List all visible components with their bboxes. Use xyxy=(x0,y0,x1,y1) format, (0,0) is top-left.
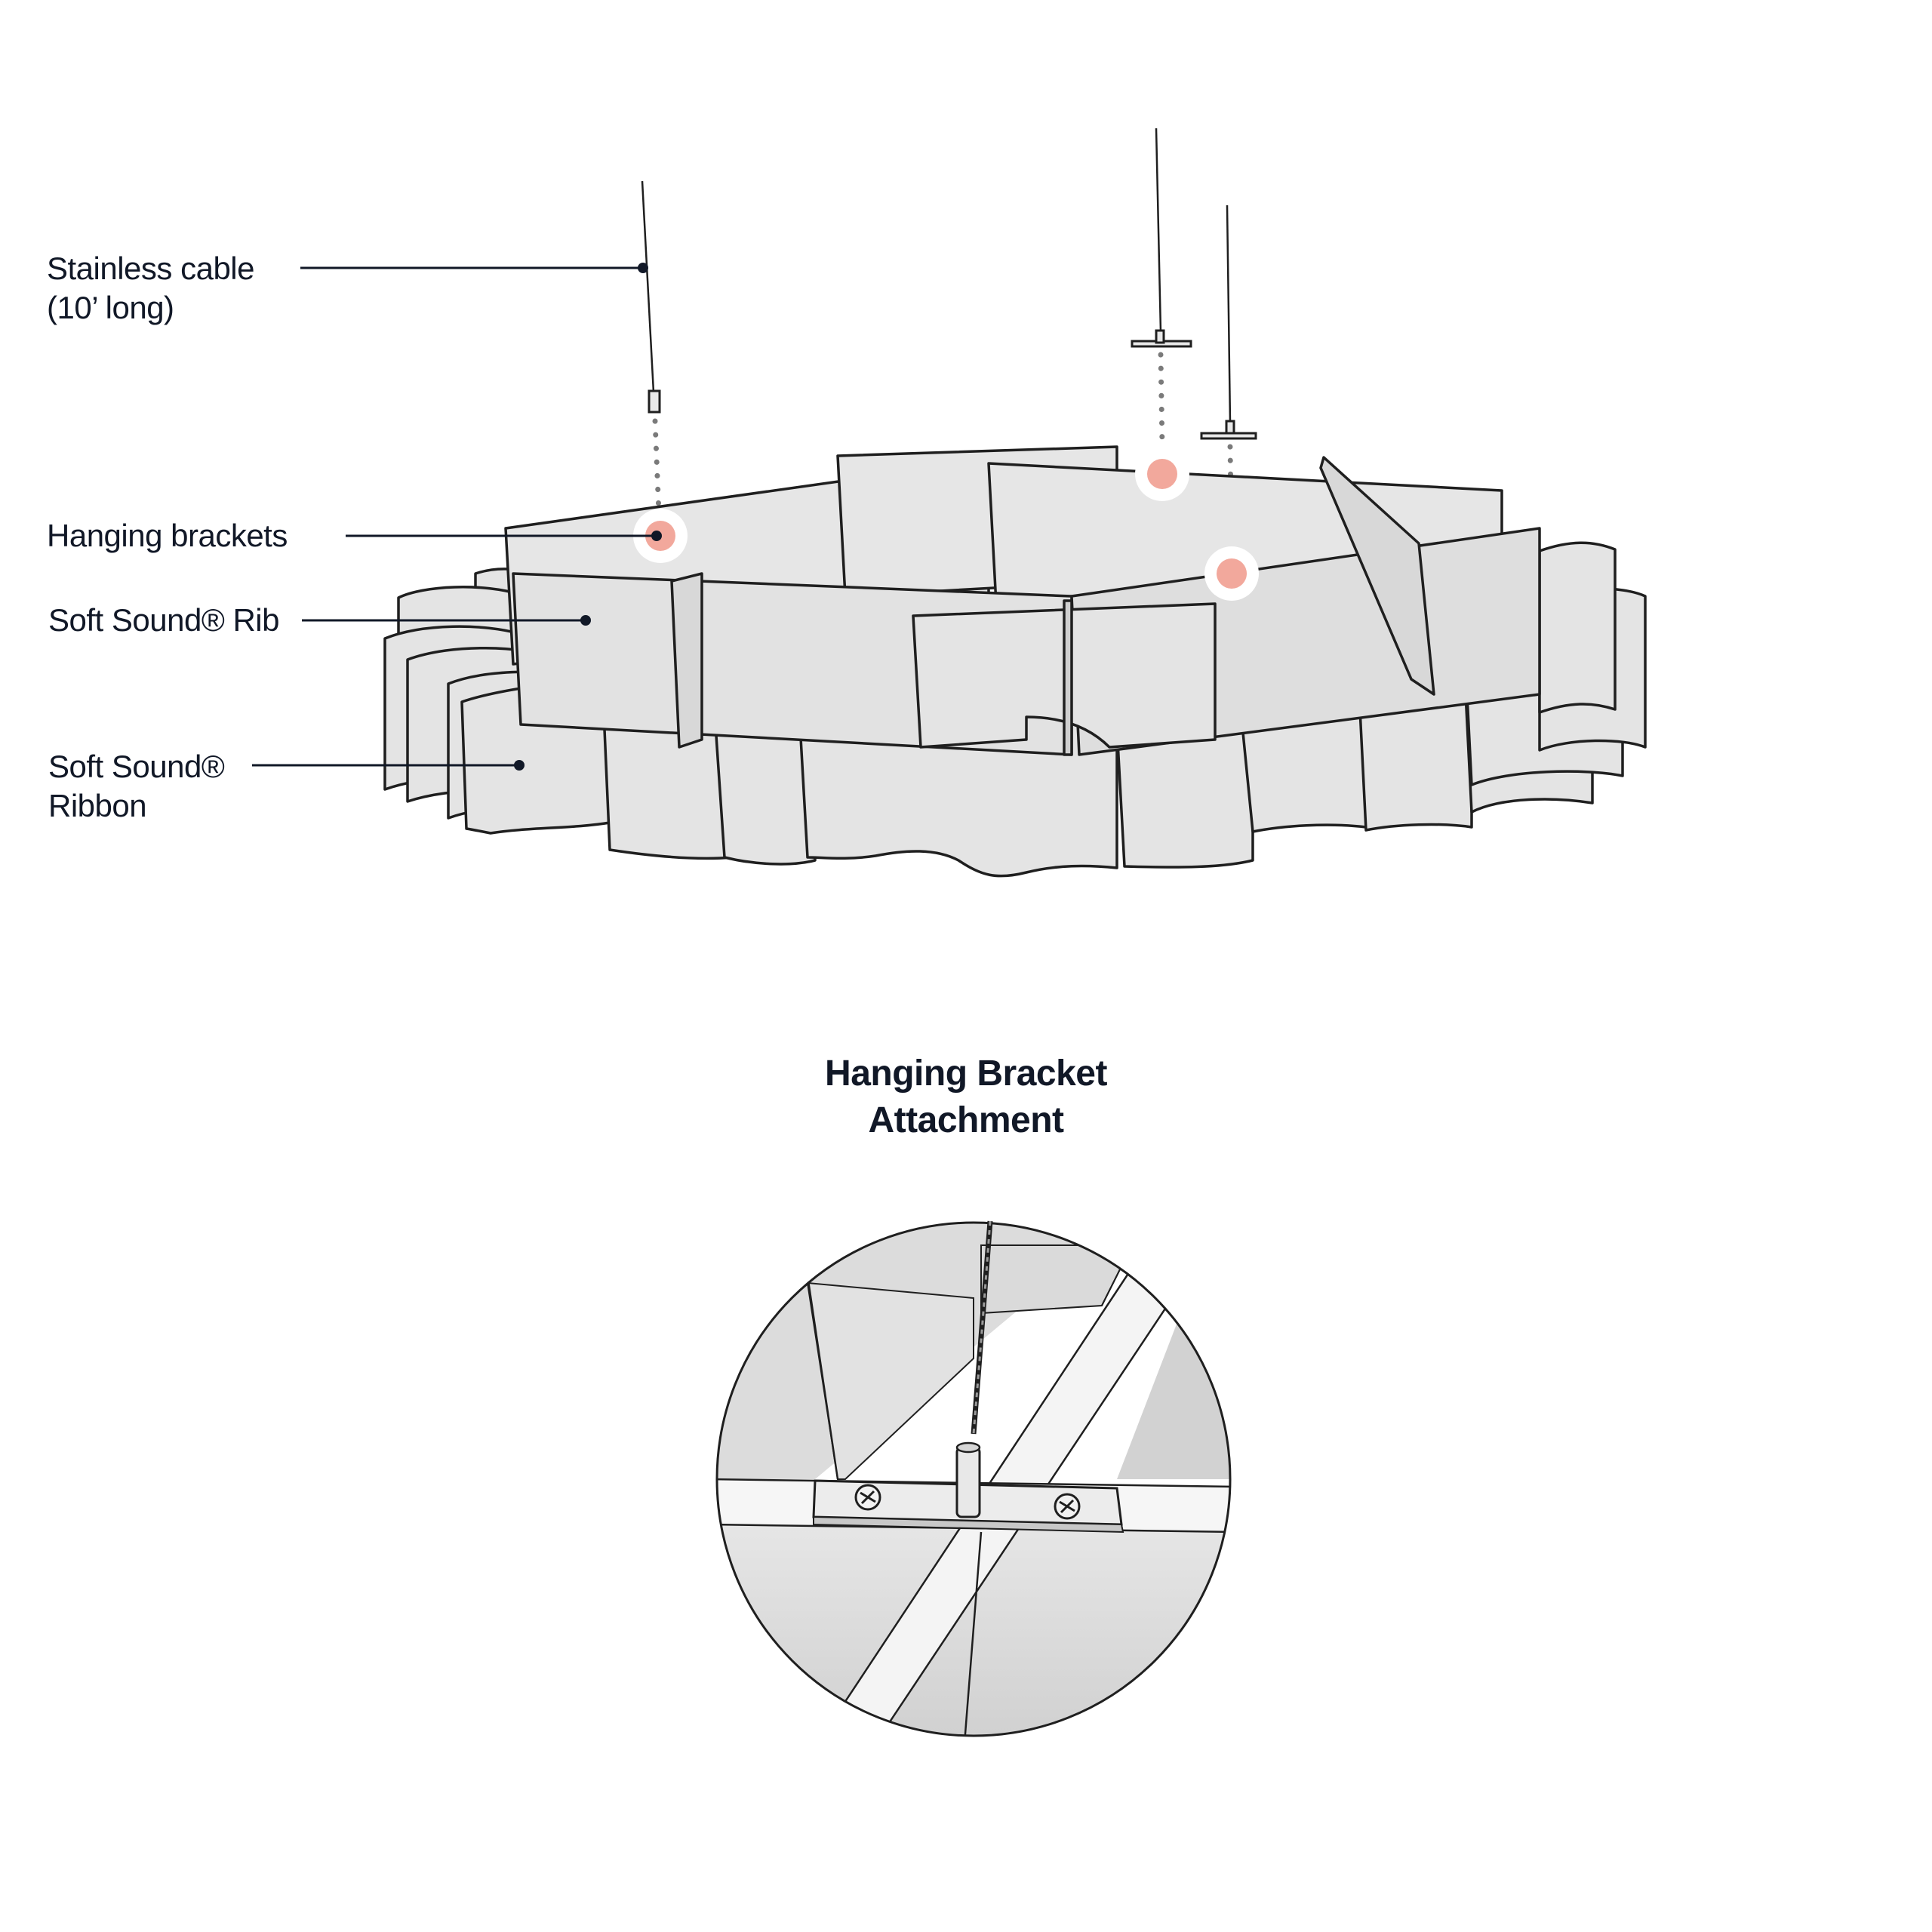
label-stainless-cable-line2: (10’ long) xyxy=(47,290,174,325)
label-soft-sound-ribbon-line1: Soft Sound® xyxy=(48,749,225,784)
detail-cable xyxy=(971,1220,993,1435)
screw-right xyxy=(1054,1493,1081,1520)
cable-barrel xyxy=(955,1446,981,1518)
bracket-markers xyxy=(633,447,1259,601)
cable-clip-left xyxy=(648,389,661,414)
leader-lines xyxy=(252,266,657,767)
bracket-marker-middle xyxy=(1147,459,1177,489)
detail-title: Hanging Bracket Attachment xyxy=(740,1051,1192,1144)
detail-circle-outline xyxy=(715,1221,1232,1737)
detail-title-line2: Attachment xyxy=(868,1100,1064,1140)
detail-title-line1: Hanging Bracket xyxy=(825,1054,1107,1094)
cable-right xyxy=(1226,205,1232,423)
bracket-marker-right xyxy=(1217,558,1247,589)
label-soft-sound-rib: Soft Sound® Rib xyxy=(48,602,279,638)
cables xyxy=(641,128,1232,423)
cable-left xyxy=(641,180,655,393)
cable-middle xyxy=(1155,128,1162,333)
detail-view xyxy=(715,1220,1232,1737)
label-soft-sound-ribbon-line2: Ribbon xyxy=(48,788,147,823)
label-hanging-brackets: Hanging brackets xyxy=(47,518,288,553)
rib-cross-left xyxy=(670,572,703,749)
rib-cross-right xyxy=(1319,456,1435,696)
label-stainless-cable-line1: Stainless cable xyxy=(47,251,255,286)
screw-left xyxy=(854,1484,881,1511)
label-stainless-cable: Stainless cable (10’ long) xyxy=(47,249,255,328)
cable-fittings xyxy=(648,329,1257,440)
rib-panels xyxy=(504,445,1541,756)
label-soft-sound-ribbon: Soft Sound® Ribbon xyxy=(48,747,225,826)
leader-dots xyxy=(514,263,662,771)
rib-center-divider xyxy=(1063,599,1073,756)
